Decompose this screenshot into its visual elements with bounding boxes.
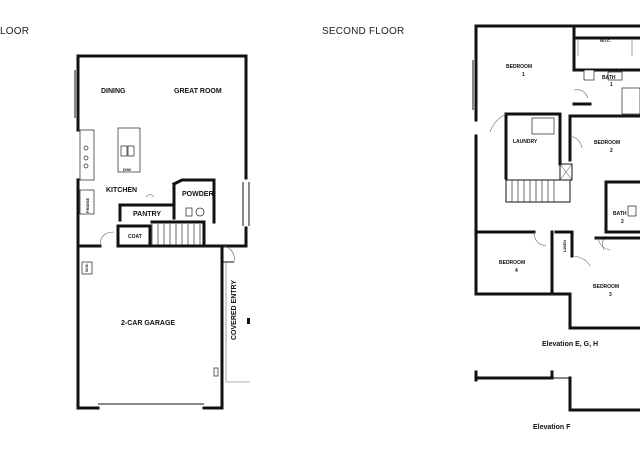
- bath1-number: 1: [610, 82, 613, 88]
- linen-label: LINEN: [562, 240, 567, 252]
- bedroom1-number: 1: [522, 72, 525, 78]
- bedroom3-label: BEDROOM: [593, 284, 619, 290]
- laundry-label: LAUNDRY: [513, 139, 538, 145]
- second-floor-heading: SECOND FLOOR: [322, 26, 404, 37]
- elevation-f-outline: [474, 370, 640, 412]
- powder-label: POWDER: [182, 191, 214, 198]
- bath2-number: 2: [621, 219, 624, 225]
- bedroom2-label: BEDROOM: [594, 140, 620, 146]
- bedroom2-number: 2: [610, 148, 613, 154]
- second-floor-plan: [472, 24, 640, 330]
- fridge-label: FRIDGE: [85, 198, 90, 213]
- pantry-label: PANTRY: [133, 211, 161, 218]
- garage-label: 2-CAR GARAGE: [121, 320, 175, 327]
- dining-label: DINING: [101, 88, 126, 95]
- elevation-egh-label: Elevation E, G, H: [542, 341, 598, 348]
- covered-entry-label: COVERED ENTRY: [231, 280, 238, 340]
- kitchen-label: KITCHEN: [106, 187, 137, 194]
- great-room-label: GREAT ROOM: [174, 88, 222, 95]
- bath1-label: BATH: [602, 75, 616, 81]
- bedroom4-number: 4: [515, 268, 518, 274]
- first-floor-heading: LOOR: [0, 26, 29, 37]
- elevation-f-label: Elevation F: [533, 424, 571, 431]
- bedroom3-number: 3: [609, 292, 612, 298]
- coat-label: COAT: [128, 234, 142, 240]
- first-floor-plan: [74, 54, 250, 410]
- bath2-label: BATH: [613, 211, 627, 217]
- dishwasher-label: D/W: [123, 167, 131, 172]
- water-heater-label: W.H.: [84, 263, 89, 272]
- walk-in-closet-label: W.I.C.: [600, 38, 611, 43]
- bedroom1-label: BEDROOM: [506, 64, 532, 70]
- bedroom4-label: BEDROOM: [499, 260, 525, 266]
